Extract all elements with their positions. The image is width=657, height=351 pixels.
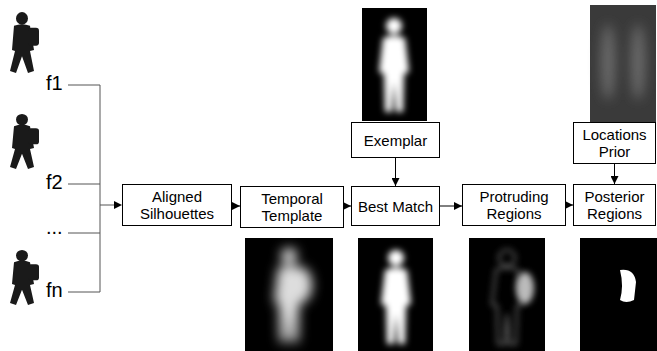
frame-label: fn bbox=[46, 279, 63, 301]
box-label: Aligned Silhouettes bbox=[123, 188, 231, 222]
frame-label: f2 bbox=[46, 171, 63, 193]
flow-arrow bbox=[395, 158, 396, 186]
box-text-group: Best Match bbox=[358, 198, 433, 215]
box-label: Best Match bbox=[358, 198, 433, 215]
flow-arrow bbox=[614, 164, 615, 184]
box-label: Locations Prior bbox=[574, 126, 655, 160]
frame-figures bbox=[10, 12, 39, 305]
frame-label: ... bbox=[46, 216, 63, 238]
box-text-group: Protruding Regions bbox=[463, 188, 565, 222]
flow-arrow bbox=[566, 205, 573, 206]
flow-arrow bbox=[344, 206, 351, 207]
process-box: Posterior Regions bbox=[573, 184, 656, 226]
process-box: Protruding Regions bbox=[462, 184, 566, 226]
box-text-group: Temporal Template bbox=[241, 190, 343, 224]
box-label: Protruding Regions bbox=[463, 188, 565, 222]
flow-arrow bbox=[440, 206, 462, 207]
process-box: Best Match bbox=[351, 186, 440, 226]
process-box: Temporal Template bbox=[240, 186, 344, 228]
box-label: Posterior Regions bbox=[574, 188, 655, 222]
box-text-group: Exemplar bbox=[364, 132, 427, 149]
frame-label: f1 bbox=[46, 72, 63, 94]
input-box: Exemplar bbox=[351, 122, 440, 158]
frame-bracket bbox=[68, 85, 122, 292]
box-label: Exemplar bbox=[364, 132, 427, 149]
box-text-group: Posterior Regions bbox=[574, 188, 655, 222]
box-text-group: Locations Prior bbox=[574, 126, 655, 160]
input-box: Locations Prior bbox=[573, 122, 656, 164]
flow-arrow bbox=[232, 206, 240, 207]
box-label: Temporal Template bbox=[241, 190, 343, 224]
process-box: Aligned Silhouettes bbox=[122, 184, 232, 226]
box-text-group: Aligned Silhouettes bbox=[123, 188, 231, 222]
